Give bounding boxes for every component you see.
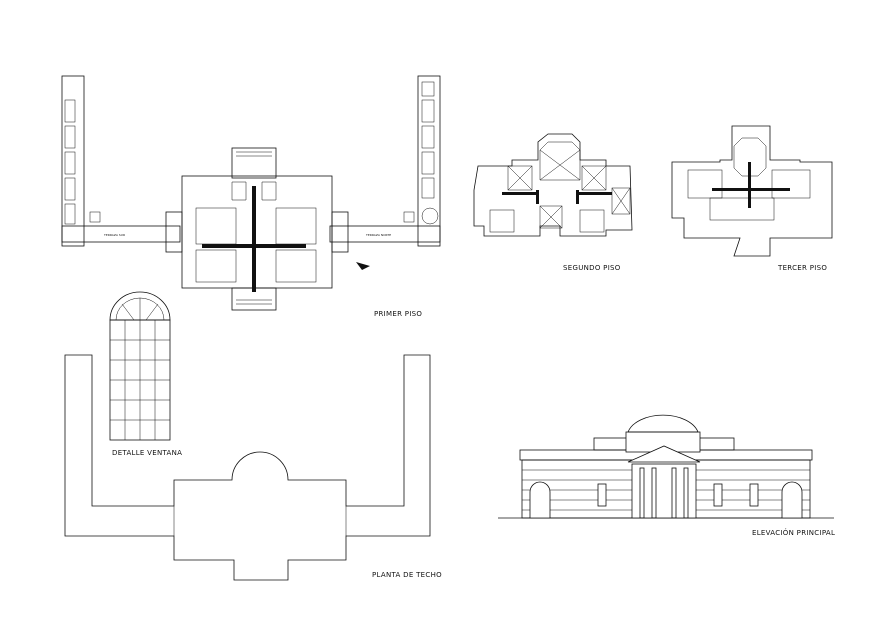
second-floor-plan: SEGUNDO PISO	[473, 133, 633, 272]
second-floor-label: SEGUNDO PISO	[563, 264, 621, 272]
left-wing-label: TERRAZA SUR	[103, 233, 125, 237]
window-detail-label: DETALLE VENTANA	[112, 449, 182, 457]
roof-plan: PLANTA DE TECHO	[64, 354, 442, 581]
roof-plan-label: PLANTA DE TECHO	[372, 571, 442, 579]
main-elevation: ELEVACIÓN PRINCIPAL	[498, 414, 835, 537]
right-wing-label: TERRAZA NORTE	[365, 233, 391, 237]
third-floor-plan: TERCER PISO	[671, 125, 833, 272]
elevation-label: ELEVACIÓN PRINCIPAL	[752, 528, 835, 537]
window-detail: DETALLE VENTANA	[109, 291, 182, 457]
third-floor-label: TERCER PISO	[777, 264, 827, 272]
first-floor-label: PRIMER PISO	[374, 310, 422, 318]
first-floor-plan: TERRAZA SUR TERRAZA NORTE PRI	[61, 75, 441, 318]
